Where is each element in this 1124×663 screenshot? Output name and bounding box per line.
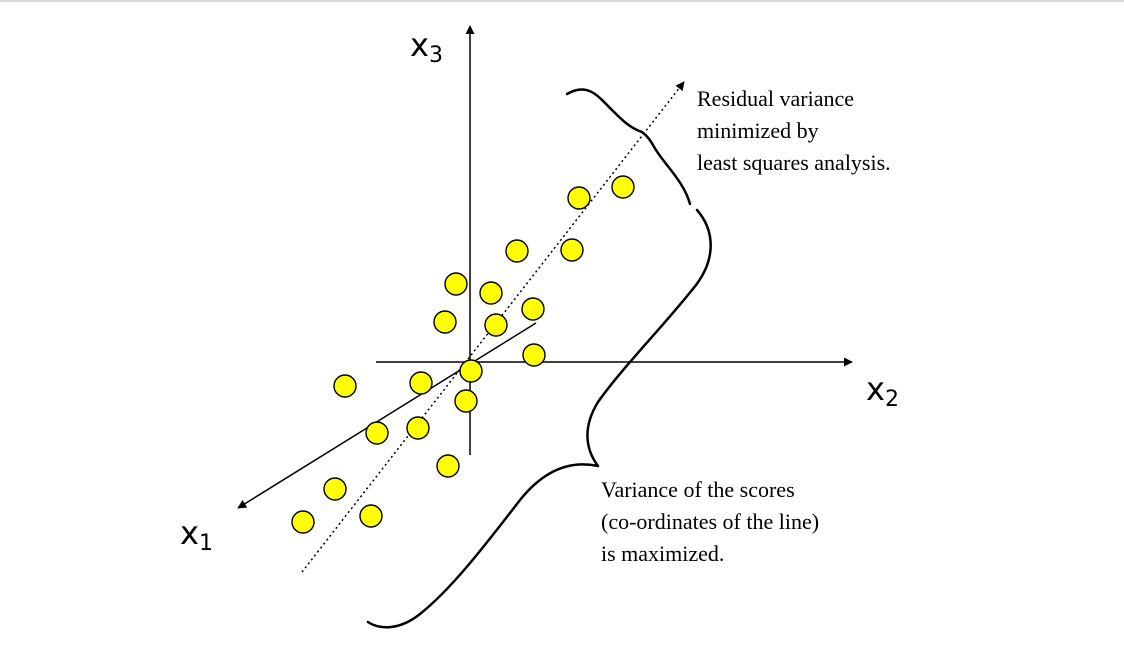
data-point	[522, 343, 546, 367]
data-point	[479, 281, 503, 305]
x1-axis	[237, 322, 537, 509]
x2-label: x2	[866, 370, 899, 412]
data-point	[359, 504, 383, 528]
data-point	[560, 238, 584, 262]
x3-label: x3	[410, 26, 443, 68]
data-point	[484, 313, 508, 337]
data-point	[409, 371, 433, 395]
residual-brace	[565, 88, 692, 206]
data-point	[323, 477, 347, 501]
data-point	[505, 239, 529, 263]
data-point	[333, 374, 357, 398]
data-point	[459, 359, 483, 383]
data-point	[365, 421, 389, 445]
data-point	[436, 454, 460, 478]
scores-brace	[366, 208, 712, 629]
data-points	[291, 175, 635, 534]
data-point	[433, 310, 457, 334]
x1-label: x1	[180, 514, 213, 556]
data-point	[444, 272, 468, 296]
data-point	[291, 510, 315, 534]
data-point	[454, 389, 478, 413]
scores-annotation: Variance of the scores (co-ordinates of …	[601, 477, 825, 566]
data-point	[567, 186, 591, 210]
top-border	[0, 0, 1124, 2]
residual-annotation: Residual variance minimized by least squ…	[697, 86, 891, 175]
data-point	[406, 416, 430, 440]
data-point	[611, 175, 635, 199]
data-point	[521, 297, 545, 321]
